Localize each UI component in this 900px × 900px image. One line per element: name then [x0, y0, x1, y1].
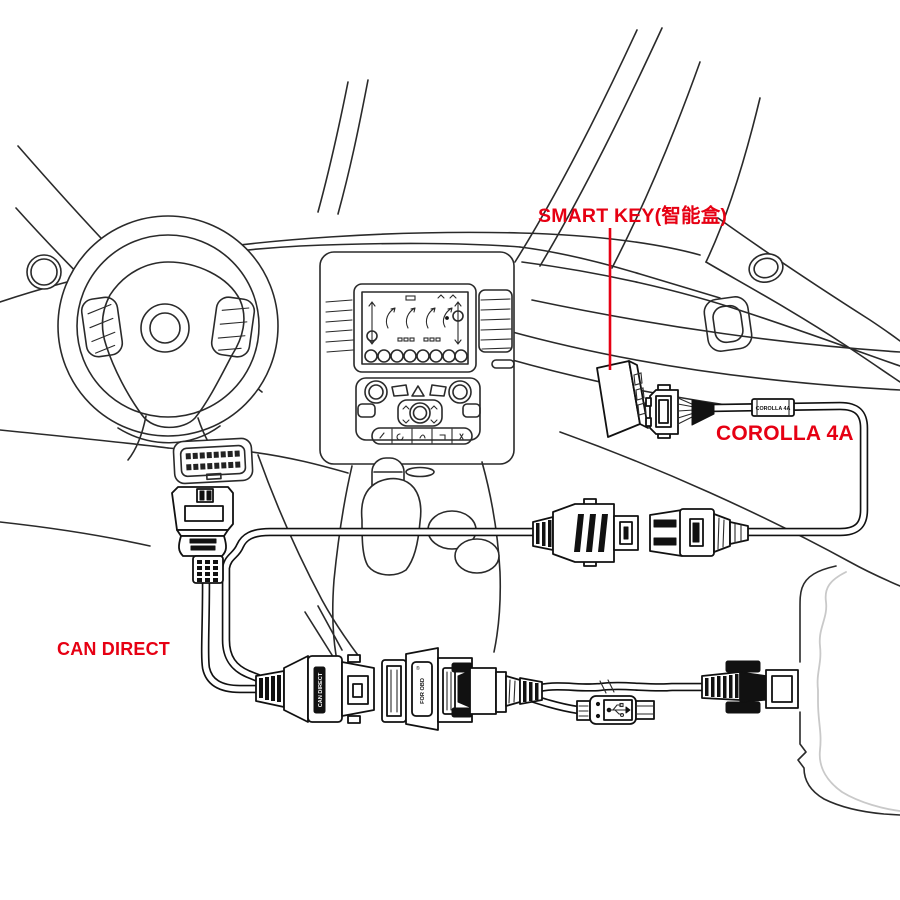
can-direct-connector-label: CAN DIRECT — [318, 672, 324, 707]
gear-shifter — [331, 457, 502, 656]
smart-key-label: SMART KEY(智能盒) — [538, 204, 727, 227]
can-direct-label: CAN DIRECT — [57, 639, 170, 659]
cables — [200, 401, 869, 715]
inline-connector-male — [532, 498, 639, 567]
for-obd-reg-mark: ® — [416, 665, 420, 672]
usb-trident-icon — [606, 702, 631, 718]
cable-tag-text: COROLLA 4A — [756, 406, 791, 412]
db-connector-device — [701, 660, 799, 714]
climate-control-panel — [355, 377, 481, 445]
steering-wheel — [26, 215, 279, 461]
corolla-4a-label: COROLLA 4A — [716, 422, 854, 445]
can-direct-connector: CAN DIRECT — [255, 654, 375, 724]
diagnostic-device-edge — [797, 565, 900, 816]
for-obd-adapter: FOR OBD ® — [381, 647, 543, 731]
smart-key-box — [596, 360, 649, 438]
obd-port — [172, 437, 254, 485]
inline-connector-female — [649, 508, 749, 557]
cable-tag: COROLLA 4A — [751, 398, 795, 417]
obd-connector — [171, 486, 234, 584]
infotainment-screen — [353, 283, 477, 373]
annotations: SMART KEY(智能盒) COROLLA 4A CAN DIRECT — [57, 204, 854, 659]
smart-key-connector — [645, 384, 715, 439]
center-console — [172, 251, 515, 656]
for-obd-adapter-label: FOR OBD — [420, 678, 426, 704]
usb-connector — [576, 695, 655, 725]
